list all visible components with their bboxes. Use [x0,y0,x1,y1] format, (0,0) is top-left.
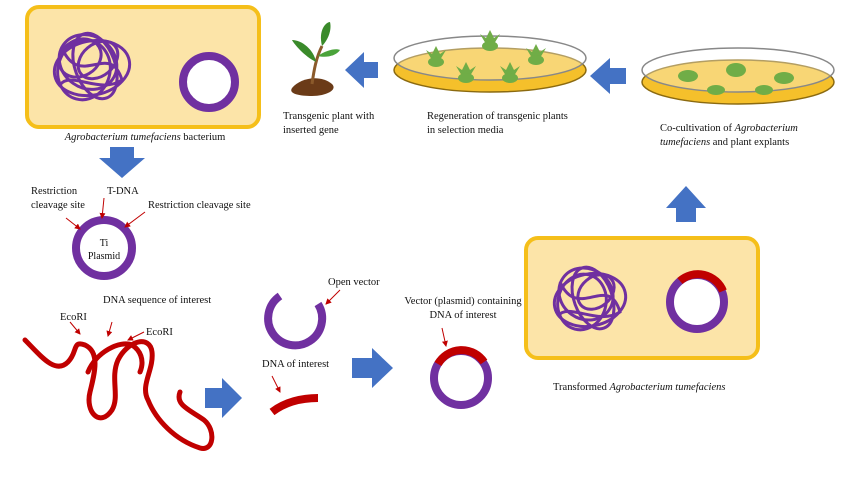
transgenic-plant-line1: Transgenic plant with [283,111,375,122]
regeneration-dish [393,30,587,93]
cocultivation-caption: Co-cultivation of Agrobacterium tumefaci… [660,122,798,150]
ti-plasmid-ring [179,52,239,112]
restriction-left-label: Restriction cleavage site [31,185,85,213]
ti-plasmid-label: Ti Plasmid [80,237,128,263]
cocultivation-italic1: Agrobacterium [734,123,798,134]
dna-sequence-label: DNA sequence of interest [103,295,212,306]
regeneration-line2: in selection media [427,125,504,136]
ti-line1: Ti [99,238,109,249]
tdna-label: T-DNA [107,186,139,197]
regeneration-line1: Regeneration of transgenic plants [427,111,568,122]
dna-of-interest-label: DNA of interest [262,359,330,370]
regeneration-caption: Regeneration of transgenic plants in sel… [427,110,568,138]
cocultivation-suffix: and plant explants [710,137,790,148]
transgenic-plant-line2: inserted gene [283,125,339,136]
right-arrow-lower-left [205,378,242,418]
open-vector [264,289,341,350]
transformed-italic: Agrobacterium tumefaciens [609,382,726,393]
left-arrow-top-right [590,58,626,94]
transgenic-plant [291,22,340,96]
vector-line1: Vector (plasmid) containing [404,296,522,307]
restriction-right-label: Restriction cleavage site [148,200,251,211]
bacterium-caption-suffix: bacterium [180,132,226,143]
ti-line2: Plasmid [87,251,121,262]
dna-fragment [269,375,319,416]
cocultivation-dish [641,47,835,105]
open-vector-label: Open vector [328,277,380,288]
vector-containing-label: Vector (plasmid) containing DNA of inter… [388,295,538,323]
ecori-left-label: EcoRI [60,312,87,323]
transformed-cell [524,236,760,360]
left-arrow-top-middle [345,52,378,88]
restriction-left-line2: cleavage site [31,200,85,211]
agrobacterium-cell [25,5,261,129]
restriction-left-line1: Restriction [31,186,78,197]
bacterium-caption: Agrobacterium tumefaciens bacterium [40,131,250,145]
vector-line2: DNA of interest [429,310,497,321]
transformed-caption: Transformed Agrobacterium tumefaciens [553,381,725,395]
down-arrow [99,147,145,178]
recombinant-vector [430,327,492,409]
chromosome-tangle [52,31,132,102]
right-arrow-middle [352,348,393,388]
cocultivation-prefix: Co-cultivation of [660,123,735,134]
up-arrow [666,186,706,222]
cocultivation-italic2: tumefaciens [660,137,711,148]
ti-plasmid [65,197,146,280]
transgenic-plant-caption: Transgenic plant with inserted gene [283,110,374,138]
dna-strand [22,321,215,451]
ecori-right-label: EcoRI [146,327,173,338]
transformed-prefix: Transformed [553,382,610,393]
chromosome-tangle-2 [552,265,628,332]
bacterium-caption-italic: Agrobacterium tumefaciens [64,132,181,143]
